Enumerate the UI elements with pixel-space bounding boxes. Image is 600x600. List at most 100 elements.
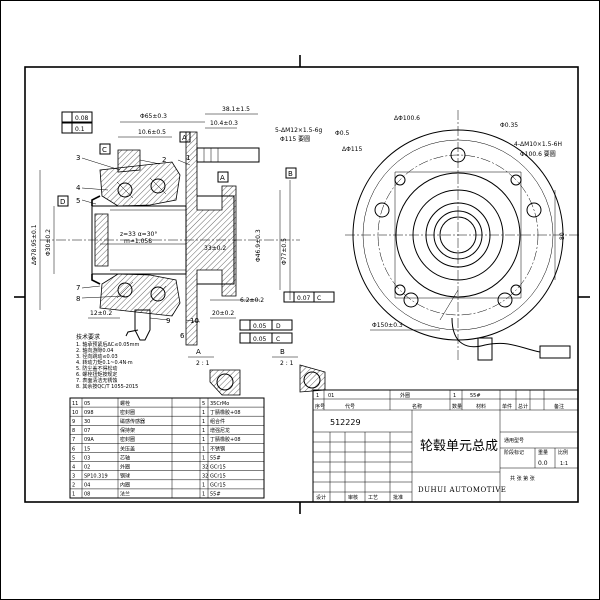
bom-cell-code: 15	[84, 446, 90, 452]
section-a-mark: A	[182, 134, 187, 142]
bom-cell-name: 钢球	[120, 473, 130, 480]
sheet-label: 共 张 第 张	[510, 475, 535, 482]
company-name: DUHUI AUTOMOTIVE	[418, 486, 506, 494]
bom-cell-mat: 55#	[210, 492, 221, 498]
svg-text:审核: 审核	[348, 494, 358, 501]
inner-border	[24, 66, 579, 503]
bom-cell-mat: 55#	[210, 455, 221, 461]
bom-cell-code: 05	[84, 401, 90, 407]
bom-cell-mat: GCr15	[210, 474, 226, 480]
title-block: 1 01 外圈 1 55# 序号 代号 名称 数量 材料 单件 总计 备注 51…	[312, 389, 579, 503]
dim-d80: 80	[559, 232, 566, 240]
leader-4: 4	[76, 184, 81, 192]
bom-cell-name: 磁感传感器	[120, 418, 145, 425]
hub-bore	[197, 195, 235, 285]
dim-d65: Φ65±0.3	[140, 113, 167, 120]
technical-notes: 技术要求 1. 轴承预紧后ΔC≤0.05mm 2. 轴向游隙0.04 3. 径向…	[76, 333, 139, 390]
stud-hole-5	[374, 202, 390, 218]
datum-c: C	[102, 146, 107, 154]
dim-gear-z: z=33 α=30°	[120, 231, 157, 238]
bom-cell-mat: 增强尼龙	[210, 427, 230, 434]
fcf-005-b: 0.05	[253, 336, 267, 343]
dim-d77: Φ77±0.5	[281, 238, 288, 265]
bom-cell-name: 保持架	[120, 427, 135, 434]
bom-cell-code: 07	[84, 428, 90, 434]
detail-a-label: A	[196, 348, 201, 356]
stage-label: 阶段标记	[504, 449, 524, 456]
front-view	[345, 110, 580, 361]
leader-10: 10	[190, 317, 199, 325]
stud-hole-3	[497, 292, 513, 308]
weight-label: 重量	[538, 449, 548, 456]
drawing-scale: 1:1	[560, 461, 568, 467]
svg-text:工艺: 工艺	[368, 495, 378, 501]
svg-text:1: 1	[316, 393, 319, 399]
datum-a: A	[220, 174, 225, 182]
leader-8: 8	[76, 295, 80, 303]
bom-cell-qty: 1	[202, 492, 205, 498]
bom-cell-mat: 丁腈橡胶+08	[210, 436, 241, 443]
datum-d: D	[60, 198, 65, 206]
dim-d035: Φ0.35	[500, 122, 518, 129]
dim-d05: Φ0.5	[335, 130, 349, 137]
notes-title: 技术要求	[76, 333, 100, 341]
dim-d100: ΔΦ100.6	[394, 115, 420, 122]
note-line: 5. 防尘盖不得松动	[76, 365, 117, 372]
col-header-mat: 材料	[476, 403, 486, 410]
dim-m10: 4-ΔM10×1.5-6H	[514, 141, 562, 148]
bom-cell-name: 关压盖	[120, 445, 135, 452]
leader-6: 6	[180, 332, 185, 340]
bom-cell-no: 10	[72, 410, 78, 416]
stud-hole-1	[450, 147, 466, 163]
bom-cell-no: 8	[72, 428, 75, 434]
bom-cell-code: 30	[84, 419, 90, 425]
svg-text:批准: 批准	[393, 494, 403, 501]
col-header-remark: 备注	[554, 403, 564, 410]
svg-text:D: D	[276, 323, 281, 330]
bom-cell-qty: 1	[202, 428, 205, 434]
bom-cell-no: 4	[72, 464, 75, 470]
bom-cell-qty: 1	[202, 455, 205, 461]
dim-d115r: ΔΦ115	[342, 146, 362, 153]
mount-lug	[117, 149, 141, 173]
section-b-mark: B	[288, 170, 293, 178]
col-header-total: 总计	[518, 403, 528, 410]
col-header-code: 代号	[345, 403, 355, 410]
note-line: 8. 其余按QC/T 1055-2015	[76, 383, 138, 390]
ball-lower-right	[150, 286, 166, 302]
bom-cell-mat: 不锈钢	[210, 445, 225, 452]
leader-9: 9	[166, 317, 170, 325]
drawing-weight: 0.0	[538, 460, 548, 467]
drawing-number: 512229	[330, 418, 361, 427]
detail-b-label: B	[280, 348, 285, 356]
bom-cell-no: 5	[72, 455, 75, 461]
dim-d12: 12±0.2	[90, 310, 112, 317]
col-header-name: 名称	[412, 403, 422, 410]
bom-cell-code: 02	[84, 464, 90, 470]
bom-cell-code: 04	[84, 483, 90, 489]
section-view	[39, 113, 300, 346]
dim-d150: Φ150±0.3	[372, 322, 403, 329]
sensor-cable	[451, 317, 541, 353]
fcf-flatness-2: 0.1	[75, 126, 85, 133]
bom-cell-qty: 32	[202, 474, 208, 480]
bom-cell-qty: 32	[202, 464, 208, 470]
fcf-005-a: 0.05	[253, 323, 267, 330]
bom-cell-no: 1	[72, 492, 75, 498]
dim-d78: ΔΦ78.95±0.1	[31, 224, 38, 265]
bom-cell-qty: 5	[202, 401, 205, 407]
drawing-title: 轮毂单元总成	[420, 439, 498, 454]
bom-cell-code: 09A	[84, 437, 94, 443]
bom-cell-code: 03	[84, 455, 90, 461]
leader-3: 3	[76, 154, 80, 162]
bom-cell-code: 098	[84, 410, 94, 416]
bom-cell-mat: 丁腈橡胶+08	[210, 409, 241, 416]
detail-a-scale: 2 : 1	[196, 360, 210, 367]
dim-d46: Φ46.9±0.3	[255, 229, 262, 262]
detail-views: A 2 : 1 B 2 : 1	[188, 348, 326, 396]
bom-cell-code: SP10.319	[84, 474, 108, 480]
detail-b-scale: 2 : 1	[280, 360, 294, 367]
col-header-qty: 数量	[452, 403, 462, 410]
bom-cell-qty: 1	[202, 410, 205, 416]
leader-5: 5	[76, 197, 80, 205]
